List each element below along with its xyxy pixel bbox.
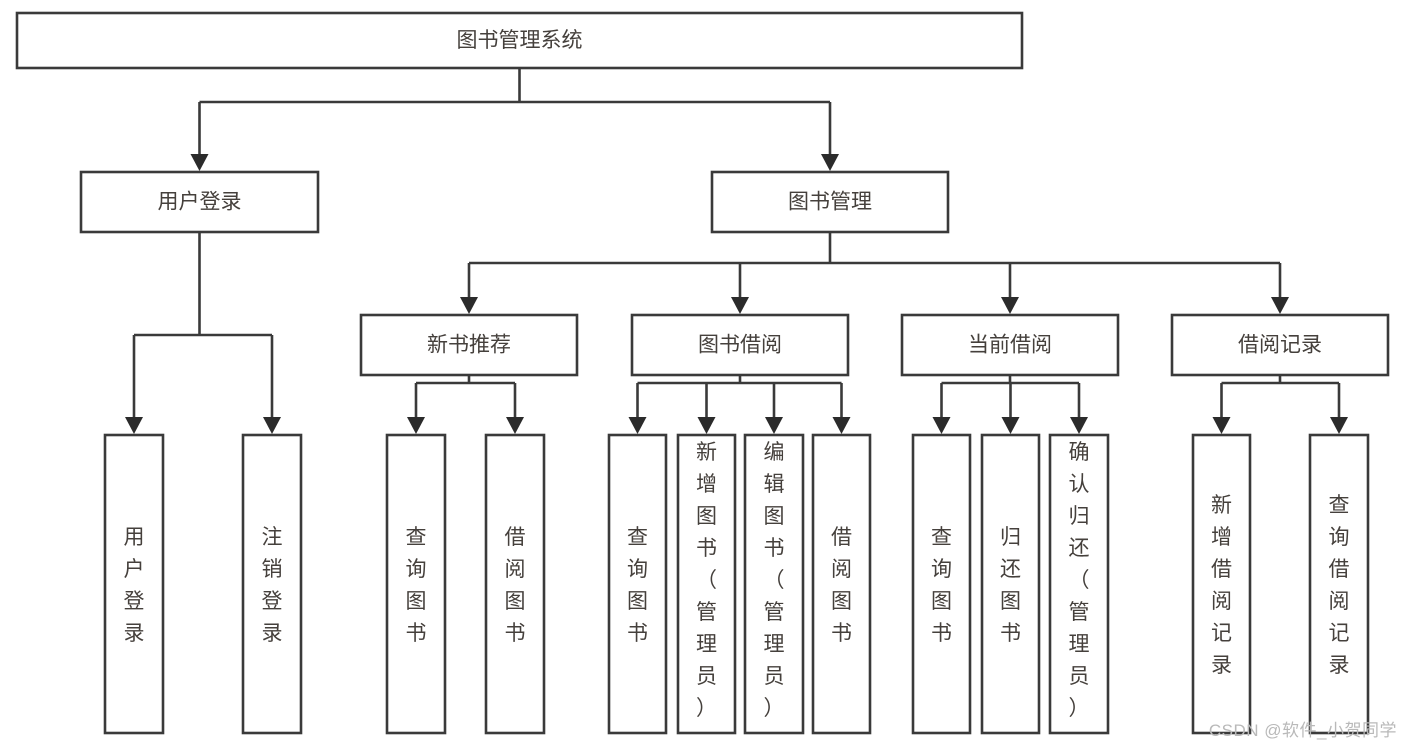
arrow-head-icon <box>407 417 425 434</box>
node-label: 借阅图书 <box>505 526 526 645</box>
node-label: 新书推荐 <box>427 334 511 357</box>
node-box <box>484 433 546 735</box>
arrow-head-icon <box>731 297 749 314</box>
edge-group-borrow-record <box>1212 375 1348 434</box>
node-box <box>911 433 972 735</box>
node-label: 用户登录 <box>158 191 242 214</box>
node-root[interactable]: 图书管理系统 <box>15 11 1024 70</box>
arrow-head-icon <box>190 154 209 171</box>
node-box <box>385 433 447 735</box>
node-box <box>980 433 1041 735</box>
arrow-head-icon <box>628 417 647 434</box>
node-box <box>1048 433 1110 735</box>
node-leaf-logout[interactable]: 注销登录 <box>241 433 303 735</box>
node-label: 借阅记录 <box>1238 334 1322 357</box>
node-leaf-user-login[interactable]: 用户登录 <box>103 433 165 735</box>
node-box <box>743 433 805 735</box>
edge-group-book-manage <box>460 232 1289 314</box>
node-leaf-add-book[interactable]: 新增图书（管理员） <box>676 433 737 735</box>
arrow-head-icon <box>1271 297 1289 314</box>
edge-group-new-book-rec <box>407 375 524 434</box>
arrow-head-icon <box>1070 417 1088 434</box>
edge-group-root <box>190 68 839 171</box>
node-book-manage[interactable]: 图书管理 <box>710 170 950 234</box>
node-box <box>15 11 1024 70</box>
node-leaf-query-book-1[interactable]: 查询图书 <box>385 433 447 735</box>
node-label: 图书借阅 <box>698 334 782 357</box>
node-leaf-confirm-return[interactable]: 确认归还（管理员） <box>1048 433 1110 735</box>
node-label: 注销登录 <box>262 526 283 645</box>
node-label: 编辑图书（管理员） <box>764 441 785 720</box>
node-label: 用户登录 <box>124 526 145 645</box>
arrow-head-icon <box>460 297 478 314</box>
node-label: 确认归还（管理员） <box>1069 441 1090 720</box>
node-book-borrow[interactable]: 图书借阅 <box>630 313 850 377</box>
edge-group-user-login <box>125 232 281 434</box>
node-borrow-record[interactable]: 借阅记录 <box>1170 313 1390 377</box>
node-box <box>79 170 320 234</box>
arrow-head-icon <box>1001 417 1020 434</box>
node-user-login[interactable]: 用户登录 <box>79 170 320 234</box>
arrow-head-icon <box>697 417 716 434</box>
node-leaf-return-book[interactable]: 归还图书 <box>980 433 1041 735</box>
node-box <box>103 433 165 735</box>
arrow-head-icon <box>1212 417 1231 434</box>
arrow-head-icon <box>821 154 839 171</box>
node-leaf-query-record[interactable]: 查询借阅记录 <box>1308 433 1370 735</box>
node-label: 查询借阅记录 <box>1329 494 1350 677</box>
node-box <box>241 433 303 735</box>
node-label: 图书管理 <box>788 191 872 214</box>
node-layer: 图书管理系统用户登录图书管理新书推荐图书借阅当前借阅借阅记录用户登录注销登录查询… <box>15 11 1390 735</box>
node-label: 当前借阅 <box>968 334 1052 357</box>
edge-group-book-borrow <box>628 375 851 434</box>
arrow-head-icon <box>125 417 143 434</box>
node-leaf-add-record[interactable]: 新增借阅记录 <box>1191 433 1252 735</box>
arrow-head-icon <box>1330 417 1348 434</box>
node-box <box>607 433 668 735</box>
arrow-head-icon <box>832 417 851 434</box>
node-current-borrow[interactable]: 当前借阅 <box>900 313 1120 377</box>
arrow-head-icon <box>263 417 281 434</box>
node-label: 归还图书 <box>1000 526 1021 645</box>
node-new-book-rec[interactable]: 新书推荐 <box>359 313 579 377</box>
edge-group-current-borrow <box>932 375 1088 434</box>
node-box <box>900 313 1120 377</box>
node-box <box>1308 433 1370 735</box>
node-label: 新增图书（管理员） <box>696 441 717 720</box>
node-box <box>676 433 737 735</box>
node-box <box>1170 313 1390 377</box>
node-box <box>710 170 950 234</box>
node-label: 新增借阅记录 <box>1211 494 1232 677</box>
node-label: 查询图书 <box>627 526 648 645</box>
node-label: 查询图书 <box>931 526 952 645</box>
arrow-head-icon <box>932 417 951 434</box>
node-leaf-query-book-3[interactable]: 查询图书 <box>911 433 972 735</box>
node-box <box>811 433 872 735</box>
arrow-head-icon <box>506 417 524 434</box>
node-label: 借阅图书 <box>831 526 852 645</box>
node-box <box>359 313 579 377</box>
node-leaf-borrow-book-1[interactable]: 借阅图书 <box>484 433 546 735</box>
arrow-head-icon <box>765 417 783 434</box>
arrow-head-icon <box>1001 297 1019 314</box>
node-leaf-query-book-2[interactable]: 查询图书 <box>607 433 668 735</box>
node-leaf-edit-book[interactable]: 编辑图书（管理员） <box>743 433 805 735</box>
node-leaf-borrow-book-2[interactable]: 借阅图书 <box>811 433 872 735</box>
node-label: 查询图书 <box>406 526 427 645</box>
node-label: 图书管理系统 <box>457 29 583 52</box>
node-box <box>630 313 850 377</box>
node-box <box>1191 433 1252 735</box>
connector-layer <box>125 68 1348 434</box>
